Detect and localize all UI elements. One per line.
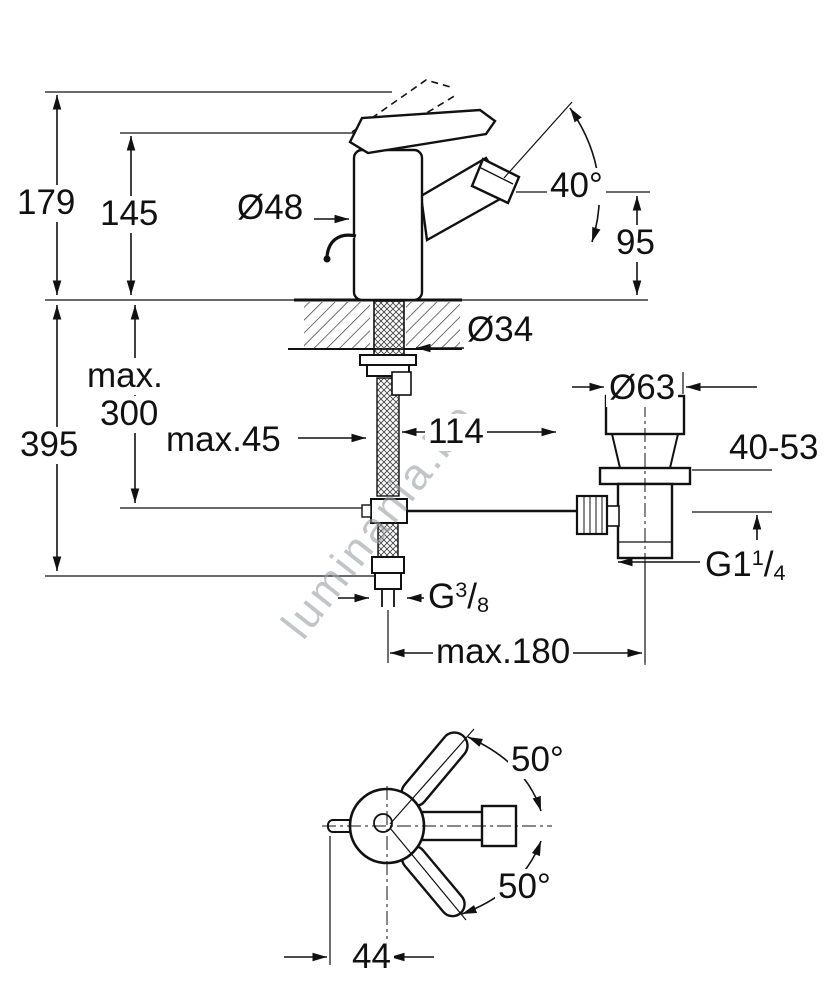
dim-max-180: max.180 [433,633,574,671]
thread-numerator: 3 [455,577,468,603]
thread-slash: / [763,545,774,584]
thread-base: G1 [705,545,752,584]
dim-center-distance-114: 114 [425,413,487,451]
popup-rod-knob [325,233,357,258]
dim-max-label: max. [84,357,166,395]
drain-assembly [575,378,692,665]
dim-max-45: max.45 [163,421,284,459]
dim-total-height-179: 179 [14,184,79,222]
faucet-under-deck [359,300,577,607]
popup-linkage [370,498,408,524]
dim-swivel-lower-50: 50° [495,868,554,906]
hose-nut-2 [374,572,402,590]
dim-max-value-300: 300 [97,395,162,433]
dim-lever-height-145: 145 [97,195,162,233]
hose-nut-1 [371,556,405,574]
faucet-body [352,148,424,302]
thread-slash: / [467,577,478,616]
dim-flange-diameter-63: Ø63 [606,369,679,407]
dim-overall-depth-395: 395 [17,426,82,464]
lever-handle [348,108,497,155]
thread-base: G [428,577,456,616]
dim-hole-diameter-34: Ø34 [464,311,537,349]
thread-denominator: 4 [773,559,786,585]
mounting-washer [359,354,417,366]
dim-drain-thread-g114: G11/4 [702,545,789,585]
mounting-nut [366,364,410,377]
dim-clamp-range-40-53: 40-53 [726,429,822,467]
threaded-shank [373,300,405,356]
dim-spout-angle-40: 40° [547,167,606,205]
dim-supply-thread-g38: G3/8 [425,577,493,617]
lever-raised-dashed [351,79,455,133]
thread-denominator: 8 [477,591,490,617]
dim-rod-offset-44: 44 [349,938,394,976]
faucet-side-view [323,79,521,302]
hose-connector [391,371,412,396]
dim-spout-height-95: 95 [613,224,658,262]
thread-numerator: 1 [751,545,764,571]
mounting-deck [288,298,462,350]
flex-hose [376,377,400,497]
dim-swivel-upper-50: 50° [508,741,567,779]
dim-body-diameter-48: Ø48 [234,189,307,227]
